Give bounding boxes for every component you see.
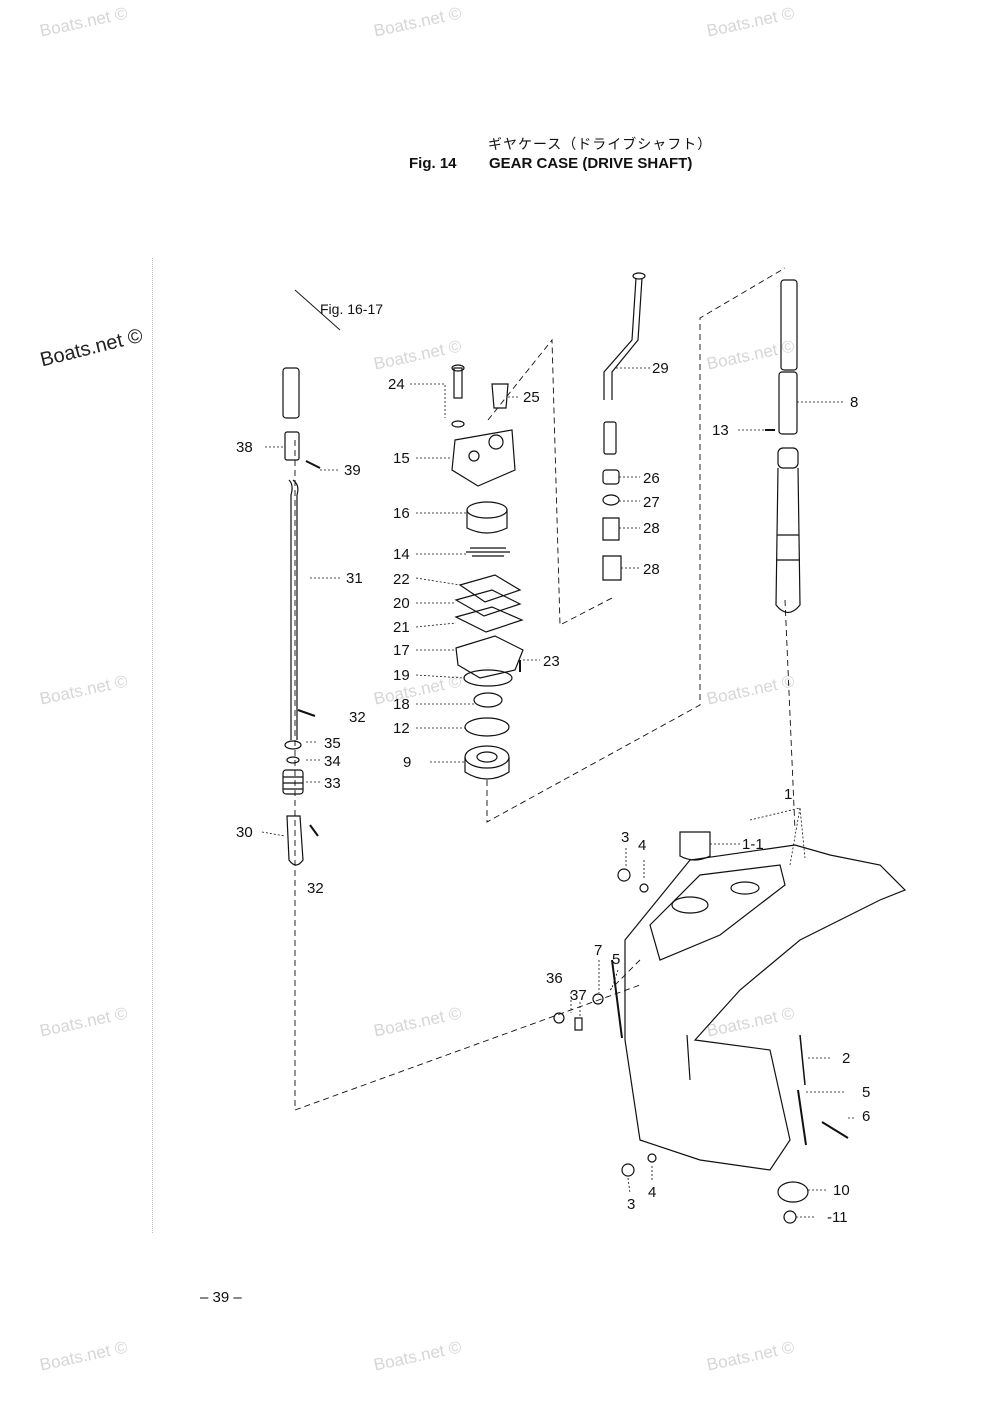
callout-14: 14 (393, 546, 410, 563)
callout-labels: 1 1-1 2 3 4 3 4 5 5 6 7 8 9 10 -11 12 13… (236, 360, 870, 1226)
callout-28: 28 (643, 520, 660, 537)
part-16 (466, 501, 508, 519)
part-28a (602, 517, 620, 541)
assembly-guide-lines (294, 267, 796, 1111)
part-19 (463, 669, 513, 687)
callout-26: 26 (643, 470, 660, 487)
callout-33: 33 (324, 775, 341, 792)
part-14-impeller (466, 547, 510, 557)
callout-8: 8 (850, 394, 858, 411)
figure-reference: Fig. 16-17 (320, 301, 384, 317)
part-27 (602, 494, 620, 506)
callout-4: 4 (648, 1184, 656, 1201)
callout-29: 29 (652, 360, 669, 377)
callout-9: 9 (403, 754, 411, 771)
gear-case-housing (553, 831, 907, 1224)
page-number: – 39 – (200, 1289, 242, 1306)
part-1-1 (679, 831, 711, 861)
margin-line (152, 258, 153, 1233)
callout-3: 3 (627, 1196, 635, 1213)
callout-18: 18 (393, 696, 410, 713)
callout-36: 36 (546, 970, 563, 987)
callout-1-1: 1-1 (742, 836, 764, 853)
part-22 (458, 574, 522, 603)
callout-23: 23 (543, 653, 560, 670)
callout-5: 5 (862, 1084, 870, 1101)
shift-rod-assembly (282, 289, 341, 866)
callout-12: 12 (393, 720, 410, 737)
callout-13: 13 (712, 422, 729, 439)
callout-10: 10 (833, 1182, 850, 1199)
part-10 (777, 1181, 809, 1203)
part-18 (473, 692, 503, 708)
title-japanese: ギヤケース（ドライブシャフト） (488, 137, 713, 153)
callout-30: 30 (236, 824, 253, 841)
leader-lines (261, 367, 855, 1218)
callout-35: 35 (324, 735, 341, 752)
part-11 (783, 1210, 797, 1224)
callout-34: 34 (324, 753, 341, 770)
callout-38: 38 (236, 439, 253, 456)
callout-6: 6 (862, 1108, 870, 1125)
callout-16: 16 (393, 505, 410, 522)
callout-25: 25 (523, 389, 540, 406)
part-15-housing (451, 429, 516, 487)
part-12 (464, 717, 510, 737)
callout-32: 32 (349, 709, 366, 726)
callout-4: 4 (638, 837, 646, 854)
callout-28: 28 (643, 561, 660, 578)
callout-31: 31 (346, 570, 363, 587)
callout-1: 1 (784, 786, 792, 803)
part-38 (284, 431, 300, 461)
callout-15: 15 (393, 450, 410, 467)
water-pump-assembly (451, 364, 524, 780)
callout-3: 3 (621, 829, 629, 846)
callout-20: 20 (393, 595, 410, 612)
part-9 (464, 745, 510, 769)
part-24-bolt (453, 367, 463, 399)
callout-32: 32 (307, 880, 324, 897)
part-25 (491, 383, 509, 409)
part-17 (455, 635, 524, 679)
page-title: GEAR CASE (DRIVE SHAFT) (489, 155, 693, 172)
callout-17: 17 (393, 642, 410, 659)
callout-24: 24 (388, 376, 405, 393)
callout-2: 2 (842, 1050, 850, 1067)
callout-7: 7 (594, 942, 602, 959)
drive-shaft-assembly (765, 279, 801, 614)
callout-27: 27 (643, 494, 660, 511)
callout-19: 19 (393, 667, 410, 684)
figure-number: Fig. 14 (409, 155, 457, 172)
callout-11: -11 (827, 1209, 848, 1226)
callout-5: 5 (612, 951, 620, 968)
part-26 (602, 469, 620, 485)
water-tube-assembly (602, 272, 646, 581)
part-20 (454, 589, 522, 617)
callout-22: 22 (393, 571, 410, 588)
part-28b (602, 555, 622, 581)
part-21 (454, 606, 524, 633)
callout-21: 21 (393, 619, 410, 636)
callout-39: 39 (344, 462, 361, 479)
callout-37: 37 (570, 987, 587, 1004)
